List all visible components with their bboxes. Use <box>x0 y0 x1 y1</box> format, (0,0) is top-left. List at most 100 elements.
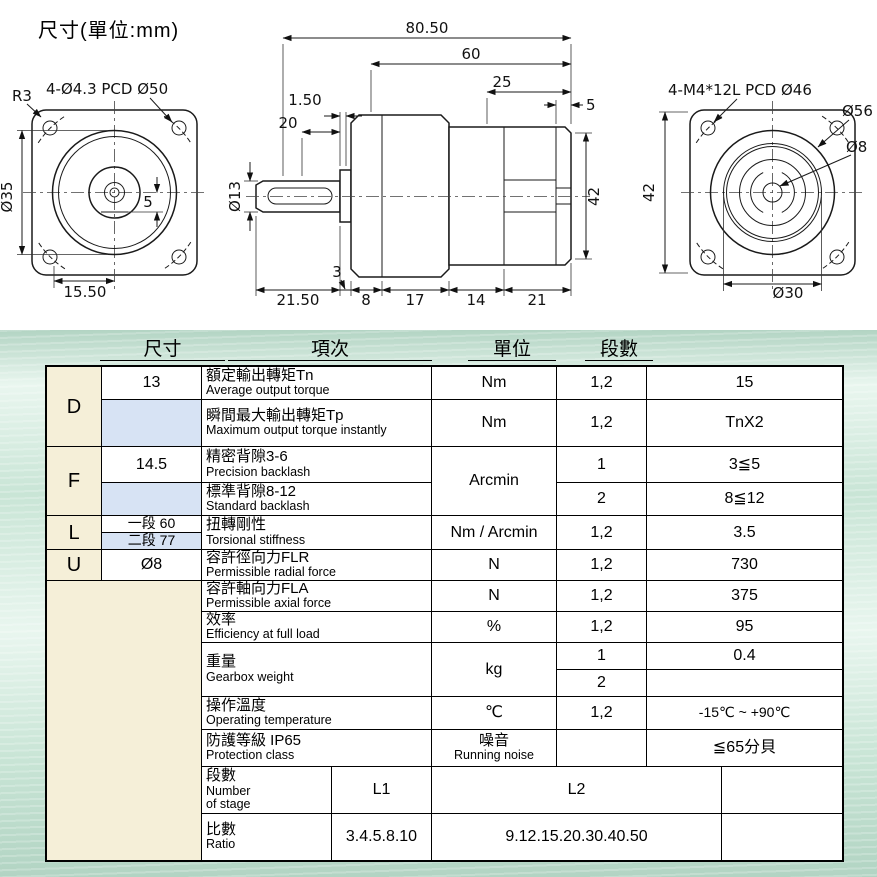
row-precision-backlash-stage: 1 <box>557 447 647 483</box>
side-seg-21-label: 21 <box>527 291 546 309</box>
size-letter-f: F <box>47 447 102 516</box>
row-precision-backlash-value: 3≦5 <box>647 447 842 483</box>
row-axial-force-item: 容許軸向力FLA Permissible axial force <box>202 581 432 612</box>
row-max-torque-stage: 1,2 <box>557 400 647 447</box>
side-body-length-label: 60 <box>461 45 480 63</box>
size-value-d1: 13 <box>102 367 202 400</box>
row-stiffness-unit: Nm / Arcmin <box>432 516 557 550</box>
row-efficiency-zh: 效率 <box>206 612 237 628</box>
row-ratio-en: Ratio <box>206 837 236 852</box>
row-ratio-l1: 3.4.5.8.10 <box>332 814 432 860</box>
front-15-50-label: 15.50 <box>64 283 107 301</box>
row-temperature-zh: 操作溫度 <box>206 697 267 714</box>
row-stages-zh: 段數 <box>206 767 237 784</box>
row-weight-value1: 0.4 <box>647 643 842 670</box>
size-value-l1: 一段 60 <box>102 516 202 533</box>
row-precision-backlash-zh: 精密背隙3-6 <box>206 448 288 466</box>
rear-diameter-56-label: Ø56 <box>842 102 873 120</box>
side-seg-14-label: 14 <box>466 291 485 309</box>
side-view-drawing: 80.50 60 25 5 1.50 20 Ø13 42 3 21.50 8 1… <box>226 19 603 309</box>
row-axial-force-unit: N <box>432 581 557 612</box>
side-rear-step-label: 5 <box>586 96 596 114</box>
row-temperature-item: 操作溫度 Operating temperature <box>202 697 432 730</box>
row-ratio-zh: 比數 <box>206 820 237 838</box>
rear-pcd-label: 4-M4*12L PCD Ø46 <box>668 81 812 99</box>
header-stages: 段數 <box>585 334 653 361</box>
rear-diameter-30-label: Ø30 <box>773 284 804 302</box>
technical-drawings: R3 4-Ø4.3 PCD Ø50 Ø35 5 15.50 <box>0 19 873 309</box>
side-rear-length-label: 25 <box>492 73 511 91</box>
side-seg-8-label: 8 <box>361 291 371 309</box>
front-corner-radius-label: R3 <box>12 87 32 105</box>
row-stages-empty <box>722 767 842 814</box>
size-letter-u: U <box>47 550 102 581</box>
size-value-d2 <box>102 400 202 447</box>
row-noise-value: ≦65分貝 <box>647 730 842 767</box>
row-torque-value: 15 <box>647 367 842 400</box>
row-backlash-unit: Arcmin <box>432 447 557 516</box>
size-value-f1: 14.5 <box>102 447 202 483</box>
side-shaft-diameter-label: Ø13 <box>226 181 244 212</box>
rear-diameter-8-label: Ø8 <box>846 138 867 156</box>
spec-table: D 13 F 14.5 L 一段 60 二段 77 U Ø8 額定輸出轉矩Tn … <box>45 365 844 862</box>
row-efficiency-unit: % <box>432 612 557 643</box>
row-standard-backlash-zh: 標準背隙8-12 <box>206 483 297 500</box>
drawings-section: R3 4-Ø4.3 PCD Ø50 Ø35 5 15.50 <box>0 0 877 330</box>
row-noise-zh: 噪音 <box>478 731 509 749</box>
row-protection-stage-empty <box>557 730 647 767</box>
size-letter-l: L <box>47 516 102 550</box>
row-temperature-value: -15℃ ~ +90℃ <box>647 697 842 730</box>
rear-view-drawing: 4-M4*12L PCD Ø46 Ø56 Ø8 42 Ø30 <box>640 81 873 302</box>
side-seg-2150-label: 21.50 <box>277 291 320 309</box>
row-efficiency-stage: 1,2 <box>557 612 647 643</box>
row-efficiency-value: 95 <box>647 612 842 643</box>
row-standard-backlash-stage: 2 <box>557 483 647 516</box>
row-stages-l2: L2 <box>432 767 722 814</box>
row-torque-zh: 額定輸出轉矩Tn <box>206 367 314 384</box>
row-max-torque-zh: 瞬間最大輸出轉矩Tp <box>206 406 344 424</box>
row-max-torque-en: Maximum output torque instantly <box>206 423 387 438</box>
row-radial-force-zh: 容許徑向力FLR <box>206 550 310 566</box>
row-noise-en: Running noise <box>454 748 534 763</box>
front-key-offset-label: 5 <box>143 193 153 211</box>
row-weight-en: Gearbox weight <box>206 669 294 684</box>
row-protection-en: Protection class <box>206 748 295 763</box>
row-temperature-unit: ℃ <box>432 697 557 730</box>
header-item: 項次 <box>228 334 432 361</box>
size-value-u1: Ø8 <box>102 550 202 581</box>
row-weight-stage2: 2 <box>557 670 647 697</box>
header-size: 尺寸 <box>100 334 225 361</box>
row-stages-l1: L1 <box>332 767 432 814</box>
side-step-label: 1.50 <box>288 91 321 109</box>
size-letter-d: D <box>47 367 102 447</box>
rear-height-label: 42 <box>640 183 658 202</box>
row-max-torque-unit: Nm <box>432 400 557 447</box>
row-weight-item: 重量 Gearbox weight <box>202 643 432 697</box>
side-shaft-length-label: 20 <box>278 114 297 132</box>
unit-note: 尺寸(單位:mm) <box>38 20 180 42</box>
row-temperature-en: Operating temperature <box>206 713 332 728</box>
size-empty-region <box>47 581 202 860</box>
row-standard-backlash-value: 8≦12 <box>647 483 842 516</box>
row-protection-item: 防護等級 IP65 Protection class <box>202 730 432 767</box>
row-stages-en2: of stage <box>206 797 251 812</box>
row-max-torque-item: 瞬間最大輸出轉矩Tp Maximum output torque instant… <box>202 400 432 447</box>
row-weight-zh: 重量 <box>206 653 237 671</box>
row-efficiency-item: 效率 Efficiency at full load <box>202 612 432 643</box>
row-radial-force-item: 容許徑向力FLR Permissible radial force <box>202 550 432 581</box>
side-seg-17-label: 17 <box>405 291 424 309</box>
row-torque-unit: Nm <box>432 367 557 400</box>
row-radial-force-value: 730 <box>647 550 842 581</box>
row-stages-item: 段數 Number of stage <box>202 767 332 814</box>
row-noise-cell: 噪音 Running noise <box>432 730 557 767</box>
row-stiffness-en: Torsional stiffness <box>206 532 306 547</box>
row-weight-unit: kg <box>432 643 557 697</box>
row-ratio-item: 比數 Ratio <box>202 814 332 860</box>
row-axial-force-stage: 1,2 <box>557 581 647 612</box>
row-torque-stage: 1,2 <box>557 367 647 400</box>
row-radial-force-en: Permissible radial force <box>206 565 336 580</box>
row-stiffness-item: 扭轉剛性 Torsional stiffness <box>202 516 432 550</box>
row-precision-backlash-item: 精密背隙3-6 Precision backlash <box>202 447 432 483</box>
row-torque-en: Average output torque <box>206 383 330 398</box>
